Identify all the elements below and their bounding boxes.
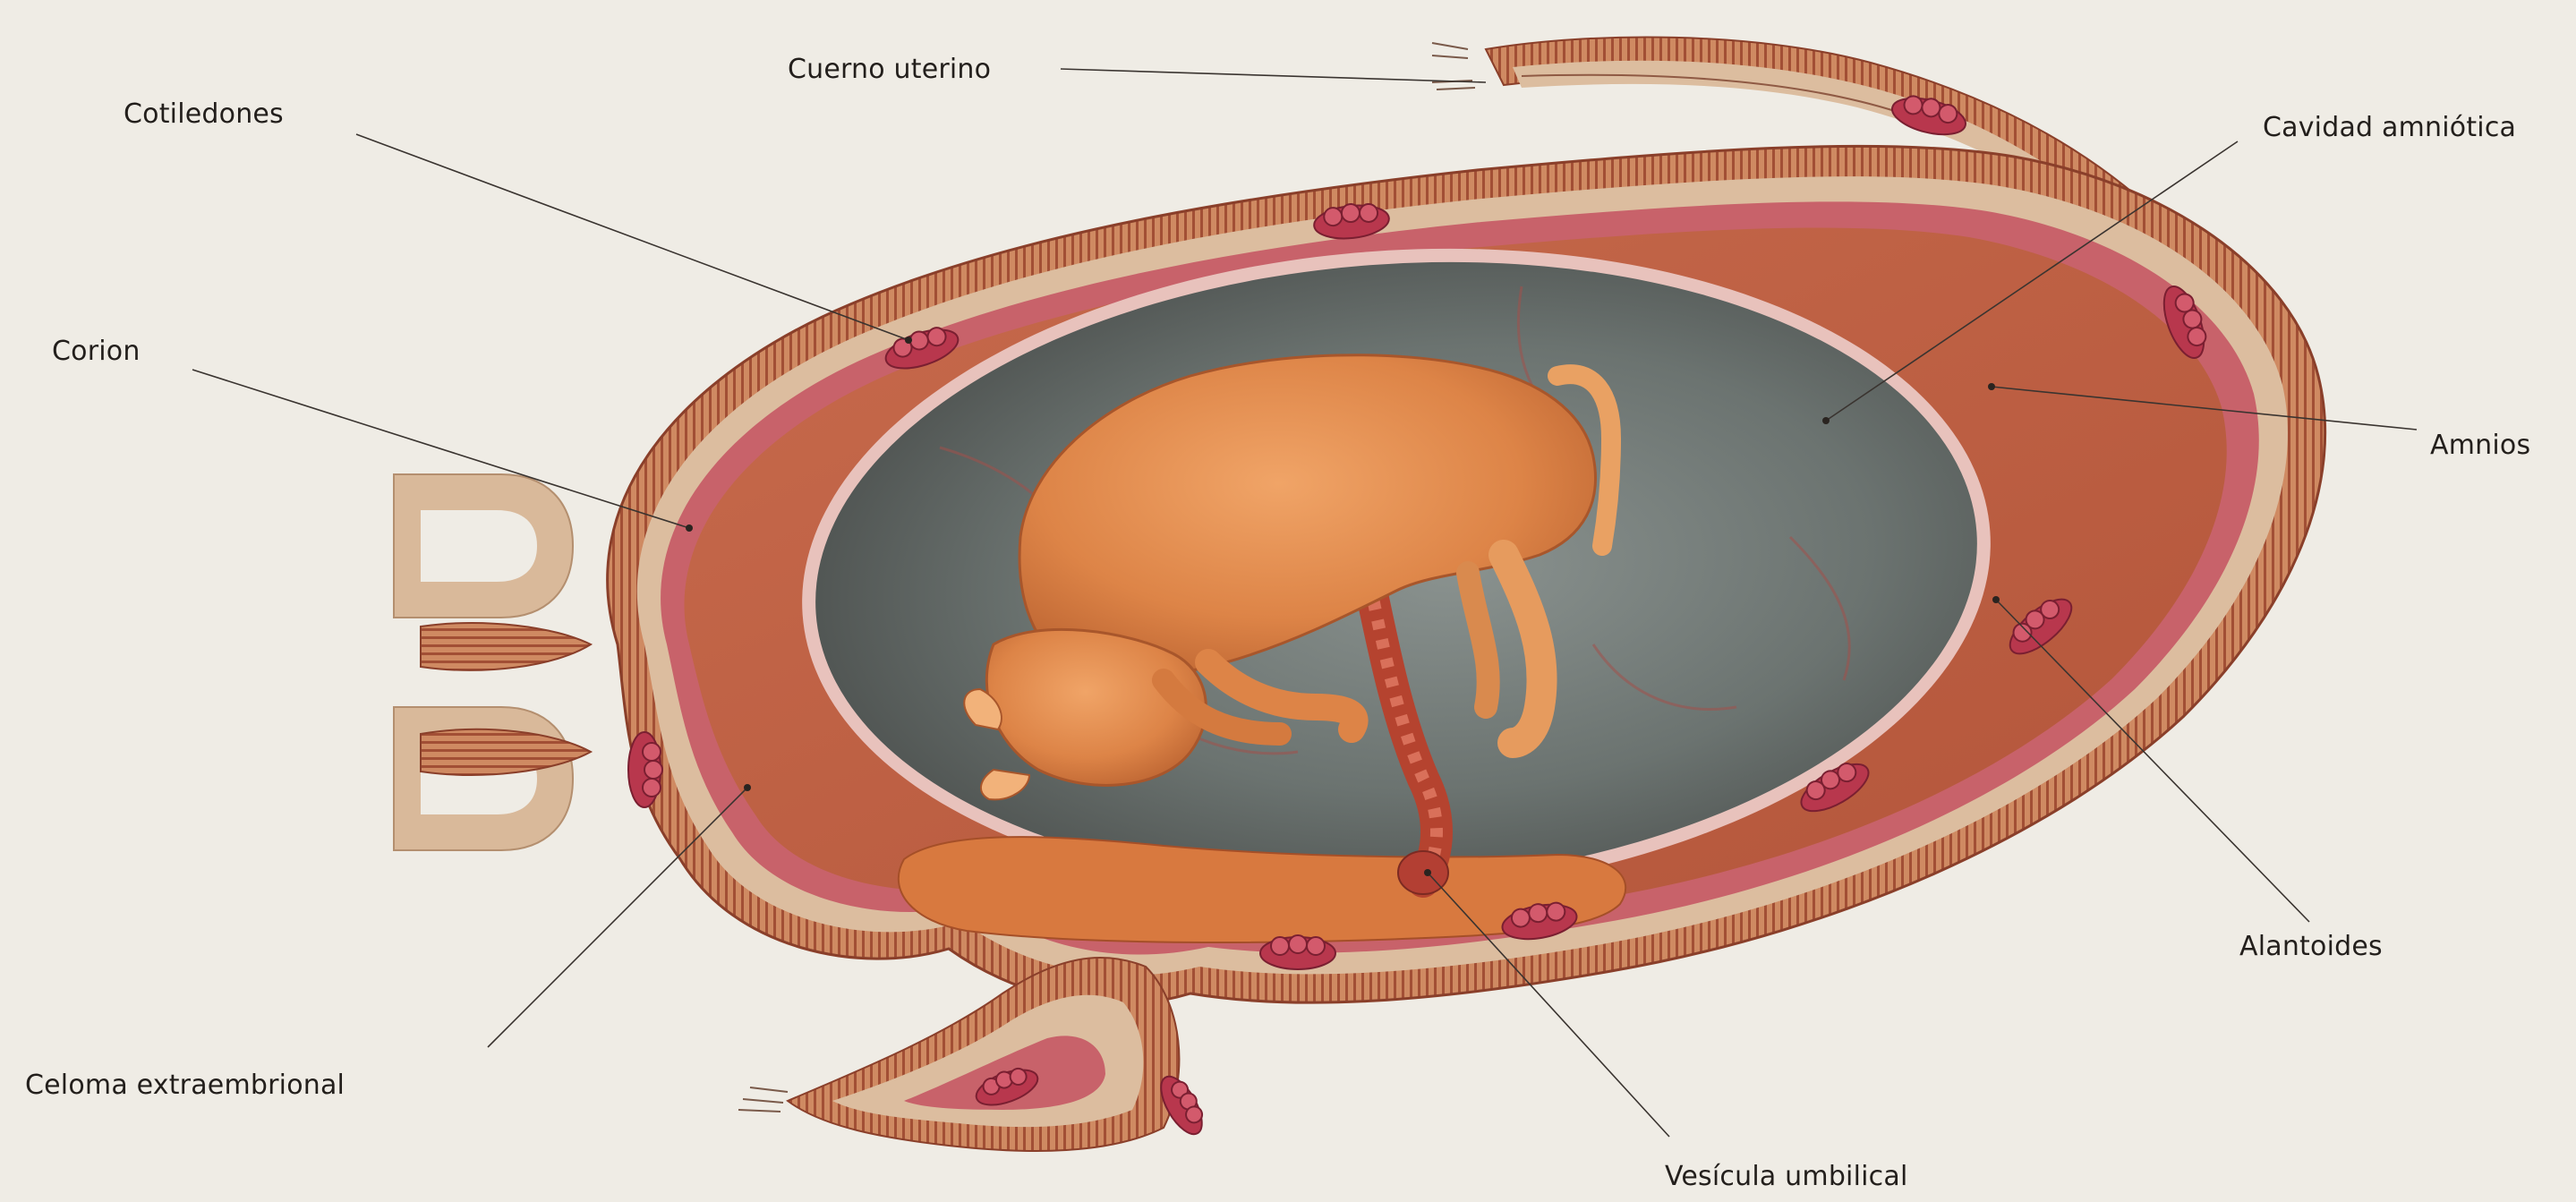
label-vesicula-umbilical: Vesícula umbilical — [1665, 1161, 1907, 1193]
leader-line-cotiledones — [356, 134, 908, 340]
cervix-folds — [394, 474, 591, 850]
label-corion: Corion — [52, 336, 141, 368]
label-amnios: Amnios — [2430, 430, 2530, 462]
label-alantoides: Alantoides — [2239, 931, 2383, 963]
label-cavidad-amniotica: Cavidad amniótica — [2263, 112, 2516, 144]
leader-line-cuerno-uterino — [1061, 69, 1486, 82]
label-cotiledones: Cotiledones — [124, 98, 284, 131]
label-celoma-extraembrional: Celoma extraembrional — [25, 1070, 345, 1102]
label-cuerno-uterino: Cuerno uterino — [788, 54, 991, 86]
